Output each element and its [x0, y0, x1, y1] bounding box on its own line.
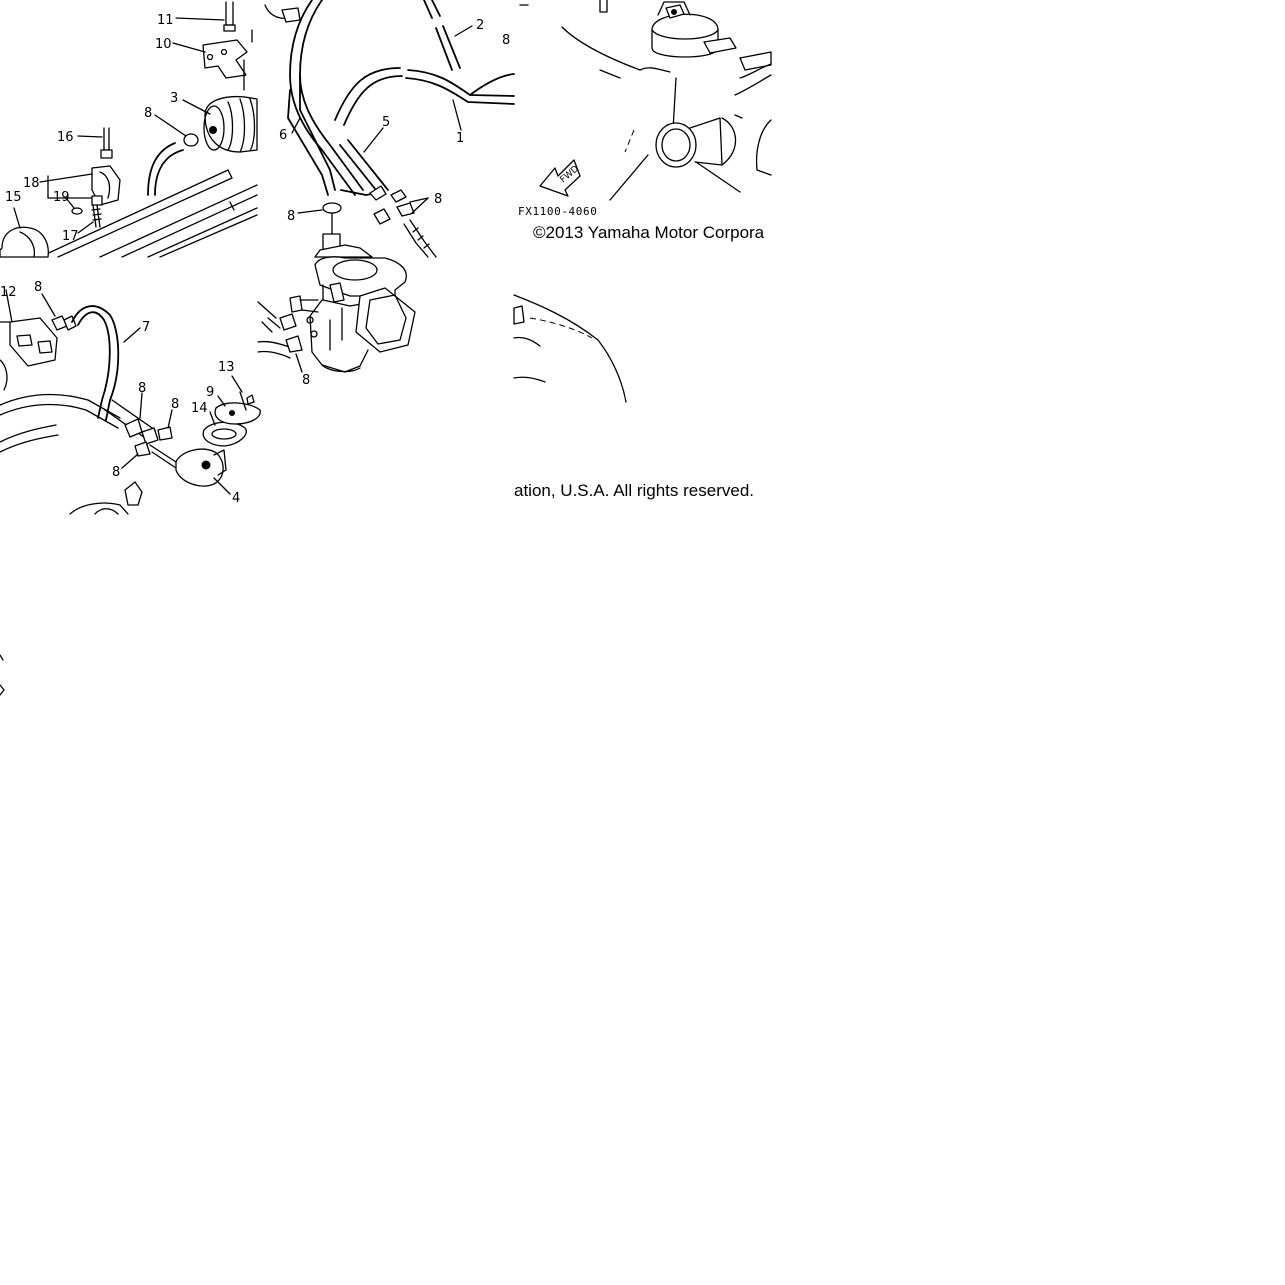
carburetor-top	[314, 256, 407, 297]
fuel-pump-part	[175, 448, 224, 487]
tile-hoses-carb-top	[264, 0, 515, 258]
callout-label: 8	[144, 106, 152, 121]
callout-label: 4	[232, 491, 240, 506]
tile-fuel-tank-bottom: ation, U.S.A. All rights reserved.	[513, 294, 754, 500]
callout-label: 8	[112, 465, 120, 480]
callout-label: 9	[206, 385, 214, 400]
tile-pump-area	[0, 289, 261, 515]
callout-label: 10	[155, 37, 172, 52]
callout-label: 12	[0, 285, 17, 300]
tile-fuel-tank-top: FWD FX1100-4060 ©2013 Yamaha Motor Corpo…	[518, 0, 772, 242]
bolt-head	[223, 24, 236, 32]
callout-label: 2	[476, 18, 484, 33]
drawing-code: FX1100-4060	[518, 205, 597, 218]
callout-label: 6	[279, 128, 287, 143]
callout-label: 8	[502, 33, 510, 48]
callout-label: 18	[23, 176, 40, 191]
callout-label: 13	[218, 360, 235, 375]
callout-label: 8	[287, 209, 295, 224]
edge-mark	[0, 654, 4, 661]
callout-label: 7	[142, 320, 150, 335]
callout-label: 8	[171, 397, 179, 412]
callout-labels: 11 10 3 8 16 18 19 17 15 2 5 6 1 8 8 12 …	[0, 13, 510, 506]
callout-label: 8	[138, 381, 146, 396]
edge-mark	[0, 684, 5, 696]
callout-label: 11	[157, 13, 174, 28]
fuel-cap	[651, 13, 719, 58]
holder-part	[9, 317, 58, 367]
callout-label: 8	[34, 280, 42, 295]
copyright-text-right: ation, U.S.A. All rights reserved.	[514, 481, 754, 500]
callout-label: 3	[170, 91, 178, 106]
tile-carburetor	[257, 256, 416, 373]
callout-label: 1	[456, 131, 464, 146]
callout-label: 8	[434, 192, 442, 207]
callout-label: 5	[382, 115, 390, 130]
callout-label: 15	[5, 190, 22, 205]
callout-label: 16	[57, 130, 74, 145]
callout-label: 8	[302, 373, 310, 388]
callout-label: 14	[191, 401, 208, 416]
housing-part	[0, 226, 49, 258]
copyright-text-left: ©2013 Yamaha Motor Corpora	[533, 223, 765, 242]
clamp-assembly	[91, 165, 121, 206]
callout-label: 17	[62, 229, 79, 244]
callout-label: 19	[53, 190, 70, 205]
bracket-part	[202, 39, 248, 79]
fwd-arrow	[539, 159, 581, 197]
tile-filter-bracket	[0, 1, 258, 258]
bolt-part	[225, 1, 234, 26]
